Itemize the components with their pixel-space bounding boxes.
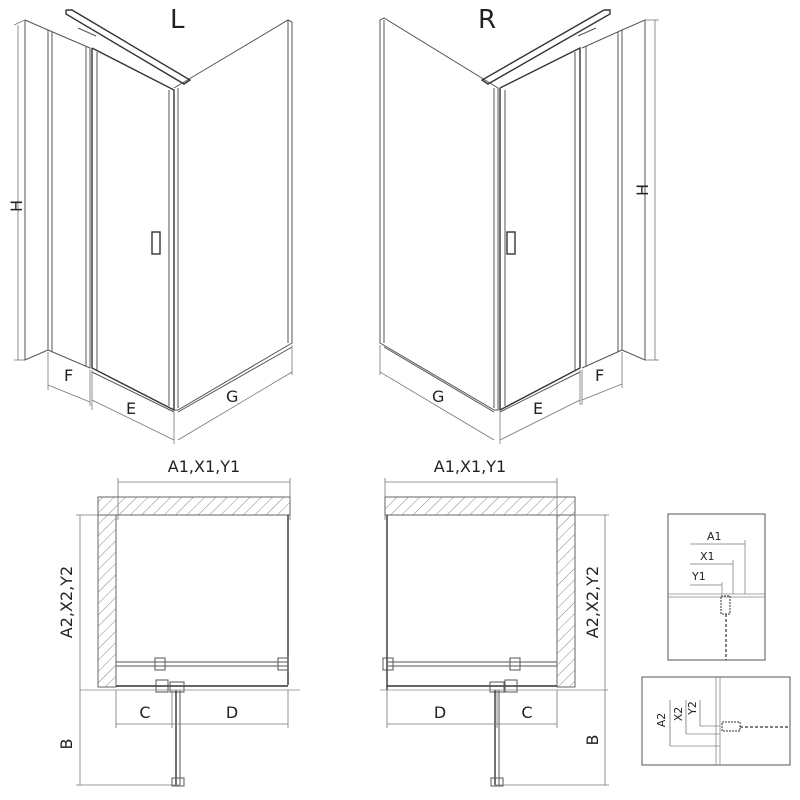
detail-top: A1 X1 Y1 — [667, 513, 766, 661]
plan-right-top-dim: A1,X1,Y1 — [434, 457, 506, 476]
view-right-3d: R H F E — [379, 5, 659, 444]
dim-g-right: G — [432, 387, 444, 406]
plan-right-c-dim: C — [521, 703, 532, 722]
detail-a2: A2 — [655, 713, 668, 728]
view-left-label: L — [170, 5, 185, 35]
dim-h-left: H — [7, 200, 26, 212]
door-handle-right — [506, 231, 516, 255]
dim-g-left: G — [226, 387, 238, 406]
view-right-label: R — [478, 5, 496, 35]
plan-right-d-dim: D — [434, 703, 446, 722]
plan-right-side-dim: A2,X2,Y2 — [583, 566, 602, 638]
plan-left-c-dim: C — [139, 703, 150, 722]
door-handle-left — [151, 231, 161, 255]
door-panel-right — [499, 46, 581, 412]
stabilizer-bar-right — [480, 9, 611, 85]
dim-f-right: F — [595, 366, 604, 385]
wall-top-hatch-right — [384, 496, 576, 516]
dim-h-right: H — [633, 184, 652, 196]
detail-y2: Y2 — [686, 701, 699, 716]
fixed-panel-right — [581, 29, 623, 369]
side-panel-right — [379, 17, 499, 411]
wall-side-hatch-left — [97, 514, 117, 688]
plan-left-b-dim: B — [57, 739, 76, 750]
detail-x2: X2 — [672, 707, 685, 722]
plan-right-b-dim: B — [583, 735, 602, 746]
wall-side-hatch-right — [556, 514, 576, 688]
plan-left-d-dim: D — [226, 703, 238, 722]
fixed-panel-left — [47, 29, 91, 369]
detail-a1: A1 — [707, 530, 722, 543]
view-left-3d: L H F E — [7, 5, 293, 444]
wall-right — [621, 19, 646, 361]
plan-left-top-dim: A1,X1,Y1 — [168, 457, 240, 476]
side-panel-left — [173, 19, 293, 411]
dim-f-left: F — [64, 366, 73, 385]
plan-left: A1,X1,Y1 A2,X2,Y2 B C — [57, 457, 300, 787]
stabilizer-bar-left — [65, 9, 192, 85]
detail-y1: Y1 — [691, 570, 706, 583]
wall-top-hatch-left — [97, 496, 291, 516]
door-panel-left — [91, 47, 175, 412]
plan-right: A1,X1,Y1 A2,X2,Y2 B D C — [380, 457, 609, 787]
detail-x1: X1 — [700, 550, 715, 563]
detail-top-frame — [667, 513, 766, 661]
dim-e-right: E — [533, 399, 543, 418]
dim-e-left: E — [126, 399, 136, 418]
wall-left — [24, 19, 49, 361]
plan-left-side-dim: A2,X2,Y2 — [57, 566, 76, 638]
detail-bottom: A2 X2 Y2 — [641, 676, 791, 766]
